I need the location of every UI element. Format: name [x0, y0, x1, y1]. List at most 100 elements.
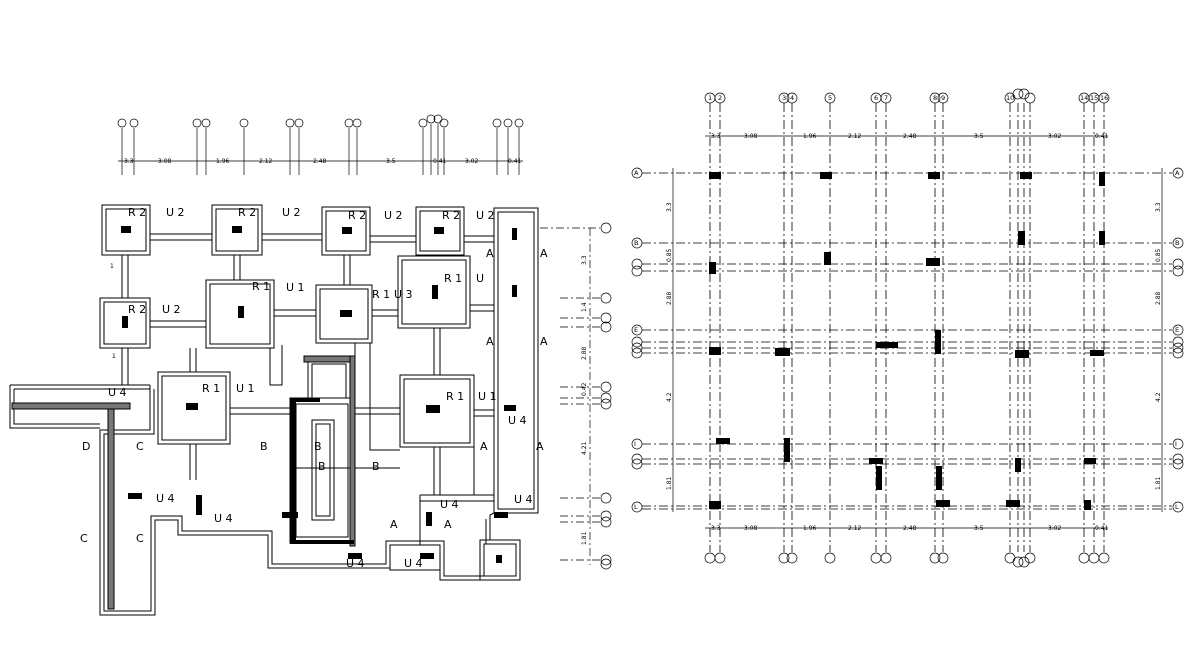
dim-label: 3.3: [1155, 202, 1162, 212]
left-columns: [121, 226, 517, 563]
dim-label: 1.81: [581, 531, 588, 545]
section-mark: B: [314, 440, 322, 453]
footing-tag: R 1: [444, 272, 462, 285]
right-dimension-lines: [672, 135, 1163, 529]
grid-bubble-label: E: [1175, 326, 1179, 334]
dim-label: 0.42: [581, 382, 588, 396]
dim-label: 3.5: [974, 133, 984, 140]
dim-label: 0.41: [1095, 133, 1109, 140]
section-mark: A: [540, 247, 548, 260]
dim-label: 2.88: [1155, 291, 1162, 305]
footing-tag: R 2: [442, 209, 460, 222]
dim-label: 1.96: [803, 525, 817, 532]
left-top-grid-bubbles: [117, 114, 524, 128]
dim-label: 2.12: [848, 133, 862, 140]
dim-label: 2.48: [903, 133, 917, 140]
grid-bubble-label: B: [1175, 239, 1179, 247]
dim-label: 3.5: [386, 158, 396, 165]
right-top-dimension-labels: 3.3 3.08 1.96 2.12 2.48 3.5 3.02 0.41: [711, 133, 1109, 140]
grid-bubble-label: I: [634, 440, 636, 448]
hatched-walls: [11, 355, 356, 610]
beam-label: U 4: [404, 557, 423, 570]
grid-bubble-label: 1: [708, 94, 712, 102]
grid-bubble-label: 8: [933, 94, 937, 102]
section-mark: A: [540, 335, 548, 348]
footing-tag: R 2: [348, 209, 366, 222]
section-mark: C: [136, 532, 144, 545]
section-mark: A: [486, 247, 494, 260]
section-mark: C: [80, 532, 88, 545]
section-mark: A: [480, 440, 488, 453]
right-horizontal-grid: [642, 172, 1172, 510]
beam-tag: U 1: [286, 281, 305, 294]
section-mark: B: [260, 440, 268, 453]
dim-label: 3.3: [666, 202, 673, 212]
footing-tag: R 2: [128, 206, 146, 219]
left-side-grid-bubbles: [600, 222, 612, 570]
grid-bubble-label: L: [1175, 503, 1179, 511]
section-mark: B: [372, 460, 380, 473]
beam-tag: U 2: [166, 206, 185, 219]
left-side-dimension-labels: 3.3 1.4 2.88 0.42 4.21 1.81: [581, 255, 588, 545]
footing-tag: R 1: [372, 288, 390, 301]
dim-label: 1.96: [216, 158, 230, 165]
dim-label: 3.02: [465, 158, 479, 165]
dim-label: 3.08: [744, 525, 758, 532]
right-side-bubble-labels: A A B B E E I I L L: [634, 169, 1180, 511]
dim-label: 3.3: [581, 255, 588, 265]
dim-label: 3.3: [711, 525, 721, 532]
strip-beams: [9, 204, 539, 616]
grid-bubble-label: 6: [874, 94, 878, 102]
beam-tag: U 1: [478, 390, 497, 403]
dim-label: 0.85: [1155, 248, 1162, 262]
right-bottom-grid-bubbles: [704, 552, 1110, 568]
section-mark: A: [390, 518, 398, 531]
left-top-grid-ticks: [118, 124, 523, 175]
beam-label: U 4: [214, 512, 233, 525]
dim-label: 3.08: [744, 133, 758, 140]
beam-label: U 4: [508, 414, 527, 427]
section-mark: 1: [112, 353, 116, 360]
section-mark: B: [318, 460, 326, 473]
dim-label: 3.08: [158, 158, 172, 165]
right-grid-plan: 1 2 3 4 5 6 7 8 9 10 14 15 16: [631, 88, 1184, 568]
beam-tag: U 2: [282, 206, 301, 219]
grid-bubble-label: A: [1175, 169, 1180, 177]
footing-tag: R 1: [202, 382, 220, 395]
dim-label: 2.88: [666, 291, 673, 305]
beam-tag: U: [476, 272, 484, 285]
beam-tag: U 2: [384, 209, 403, 222]
right-side-dimension-labels: 3.3 0.85 2.88 4.2 1.81 3.3 0.85 2.88 4.2…: [666, 202, 1162, 490]
grid-bubble-label: 9: [941, 94, 945, 102]
dim-label: 0.41: [433, 158, 447, 165]
grid-bubble-label: 5: [828, 94, 832, 102]
right-side-grid-bubbles: [631, 167, 1184, 513]
dim-label: 3.3: [711, 133, 721, 140]
grid-bubble-label: 3: [782, 94, 786, 102]
right-vertical-grid: [709, 103, 1105, 552]
section-mark: A: [536, 440, 544, 453]
left-foundation-plan: 3.3 3.08 1.96 2.12 2.48 3.5 0.41 3.02 0.…: [9, 114, 612, 616]
section-mark: C: [136, 440, 144, 453]
dim-label: 0.41: [1095, 525, 1109, 532]
beam-tag: U 2: [162, 303, 181, 316]
beam-label: U 4: [514, 493, 533, 506]
dim-label: 3.02: [1048, 525, 1062, 532]
beam-label: U 4: [346, 557, 365, 570]
grid-bubble-label: 14: [1080, 94, 1088, 102]
dim-label: 4.2: [1155, 392, 1162, 402]
footing-labels: R 2 U 2 R 2 U 2 R 2 U 2 R 2 U 2 R 2 U 2 …: [128, 206, 497, 403]
beam-tag: U 3: [394, 288, 413, 301]
grid-bubble-label: B: [634, 239, 638, 247]
left-top-dimension-labels: 3.3 3.08 1.96 2.12 2.48 3.5 0.41 3.02 0.…: [124, 158, 522, 165]
right-bottom-dimension-labels: 3.3 3.08 1.96 2.12 2.48 3.5 3.02 0.41: [711, 525, 1109, 532]
grid-bubble-label: 7: [884, 94, 888, 102]
right-top-bubble-labels: 1 2 3 4 5 6 7 8 9 10 14 15 16: [708, 94, 1108, 102]
grid-bubble-label: 10: [1006, 94, 1014, 102]
footing-tag: R 2: [238, 206, 256, 219]
dim-label: 2.12: [848, 525, 862, 532]
footing-tag: R 1: [446, 390, 464, 403]
grid-bubble-label: 15: [1090, 94, 1098, 102]
dim-label: 3.02: [1048, 133, 1062, 140]
